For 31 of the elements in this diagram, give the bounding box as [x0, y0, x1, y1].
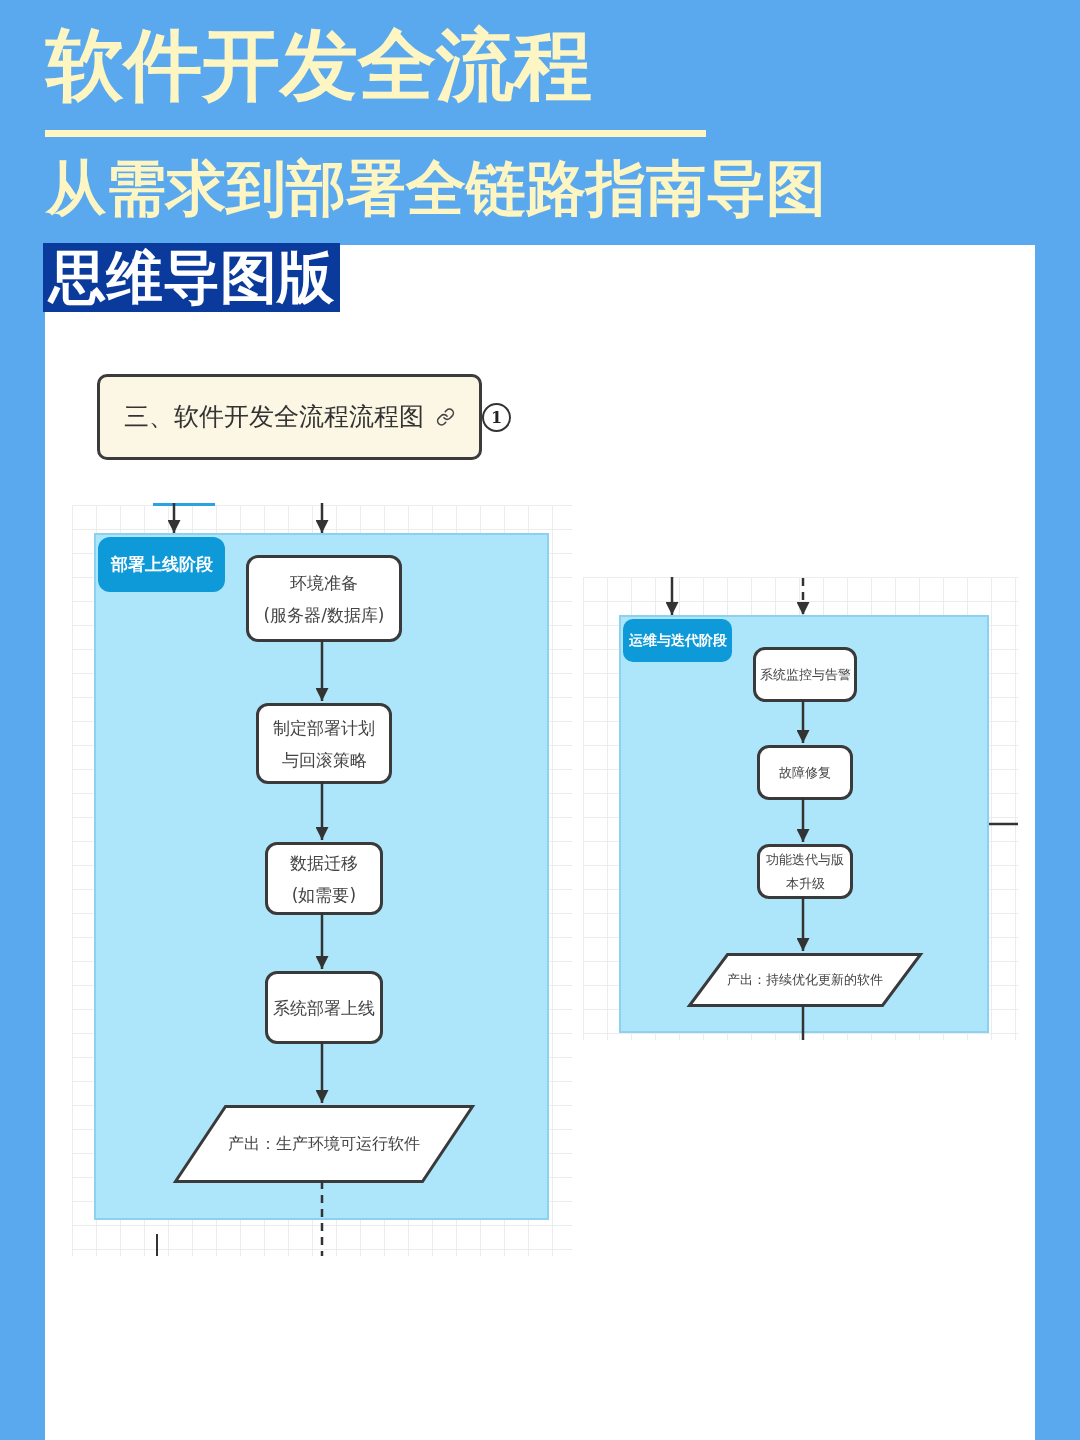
process-box: 环境准备(服务器/数据库)	[246, 555, 402, 642]
subtitle: 从需求到部署全链路指南导图	[46, 158, 826, 218]
arrow	[315, 640, 329, 701]
process-box: 系统部署上线	[265, 971, 383, 1044]
process-box: 系统监控与告警	[753, 647, 857, 702]
swimlane	[619, 615, 989, 1033]
stage-label: 部署上线阶段	[98, 537, 225, 592]
arrow	[315, 913, 329, 969]
title: 软件开发全流程	[46, 26, 592, 104]
arrow	[315, 1042, 329, 1103]
output-text: 产出：持续优化更新的软件	[727, 971, 883, 990]
dashed-arrow	[796, 578, 810, 615]
process-box: 故障修复	[757, 745, 853, 800]
arrow	[796, 798, 810, 842]
arrow	[315, 503, 329, 533]
output-text: 产出：生产环境可运行软件	[228, 1133, 420, 1155]
arrow	[796, 700, 810, 743]
connector-line	[989, 822, 1018, 826]
arrow	[167, 503, 181, 533]
process-box: 制定部署计划与回滚策略	[256, 703, 392, 784]
subtitle-badge: 思维导图版	[43, 243, 340, 312]
heading-text: 三、软件开发全流程流程图	[124, 401, 424, 434]
stage-label: 运维与迭代阶段	[623, 619, 732, 662]
process-box: 数据迁移(如需要)	[265, 842, 383, 915]
dashed-connector-line	[320, 1181, 324, 1256]
arrow	[315, 782, 329, 840]
arrow	[665, 577, 679, 615]
connector-line	[801, 1005, 805, 1040]
arrow	[796, 897, 810, 951]
swimlane	[94, 533, 549, 1220]
process-box: 功能迭代与版本升级	[757, 844, 853, 899]
